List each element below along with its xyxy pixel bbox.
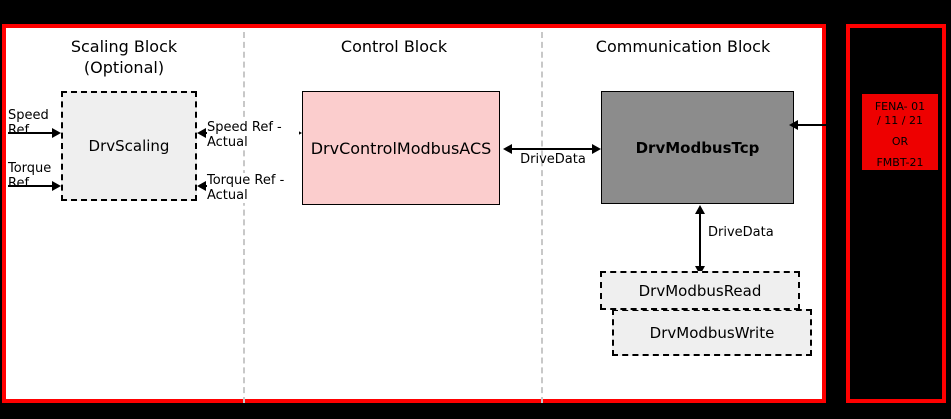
adapter-line-3: OR — [891, 135, 909, 148]
connector-arrowhead-drivedata-left — [503, 144, 512, 154]
block-drvscaling-label: DrvScaling — [88, 137, 170, 155]
connector-arrowhead-drivedata-vertical-up — [695, 205, 705, 214]
input-label-torque-ref: Torque Ref — [8, 161, 52, 191]
input-arrowhead-speed-ref — [52, 128, 61, 138]
adapter-spacer-2 — [862, 149, 938, 156]
connector-arrowhead-adapter-to-tcp — [789, 120, 798, 130]
connector-label-torque-ref-actual: Torque Ref - Actual — [207, 173, 303, 203]
adapter-spacer-1 — [862, 128, 938, 135]
column-title-scaling-block: Scaling Block (Optional) — [70, 37, 178, 77]
connector-label-speed-ref-actual: Speed Ref - Actual — [207, 120, 299, 150]
connector-arrowhead-torque-ref-actual-left — [197, 181, 206, 191]
column-title-communication-block: Communication Block — [595, 37, 771, 56]
input-arrowhead-torque-ref — [52, 181, 61, 191]
input-label-speed-ref: Speed Ref — [8, 108, 49, 138]
adapter-line-4: FMBT-21 — [876, 156, 924, 169]
column-title-control-block: Control Block — [340, 37, 448, 56]
block-drvmodbuswrite[interactable]: DrvModbusWrite — [612, 309, 812, 356]
connector-arrowhead-drivedata-vertical-down — [695, 266, 705, 275]
adapter-module-box[interactable]: FENA- 01 / 11 / 21 OR FMBT-21 — [862, 94, 938, 170]
column-separator-control-communication — [541, 32, 543, 403]
input-line-speed-ref — [8, 132, 54, 134]
adapter-line-1: FENA- 01 — [874, 100, 926, 113]
column-separator-scaling-control — [243, 32, 245, 403]
block-drvmodbusread[interactable]: DrvModbusRead — [600, 271, 800, 310]
block-drvmodbustcp-label: DrvModbusTcp — [635, 138, 760, 157]
block-drvmodbustcp[interactable]: DrvModbusTcp — [601, 91, 794, 204]
adapter-module-panel: FENA- 01 / 11 / 21 OR FMBT-21 — [846, 24, 946, 403]
block-drvmodbuswrite-label: DrvModbusWrite — [649, 323, 775, 342]
input-line-torque-ref — [8, 185, 54, 187]
main-diagram-panel: Scaling Block (Optional) Control Block C… — [2, 24, 826, 403]
connector-label-drivedata-tcp-readwrite: DriveData — [708, 225, 774, 240]
connector-line-drivedata-vertical — [699, 211, 701, 268]
block-drvcontrolmodbusacs-label: DrvControlModbusACS — [310, 138, 492, 158]
connector-label-drivedata-control-comm: DriveData — [520, 152, 586, 167]
connector-arrowhead-drivedata-right — [592, 144, 601, 154]
block-drvmodbusread-label: DrvModbusRead — [638, 281, 762, 300]
connector-arrowhead-speed-ref-actual-left — [197, 128, 206, 138]
connector-line-adapter-to-tcp — [796, 124, 826, 126]
connector-line-drivedata-horizontal — [510, 148, 594, 150]
block-drvcontrolmodbusacs[interactable]: DrvControlModbusACS — [302, 91, 500, 205]
adapter-line-2: / 11 / 21 — [877, 114, 923, 127]
block-drvscaling[interactable]: DrvScaling — [61, 91, 197, 201]
